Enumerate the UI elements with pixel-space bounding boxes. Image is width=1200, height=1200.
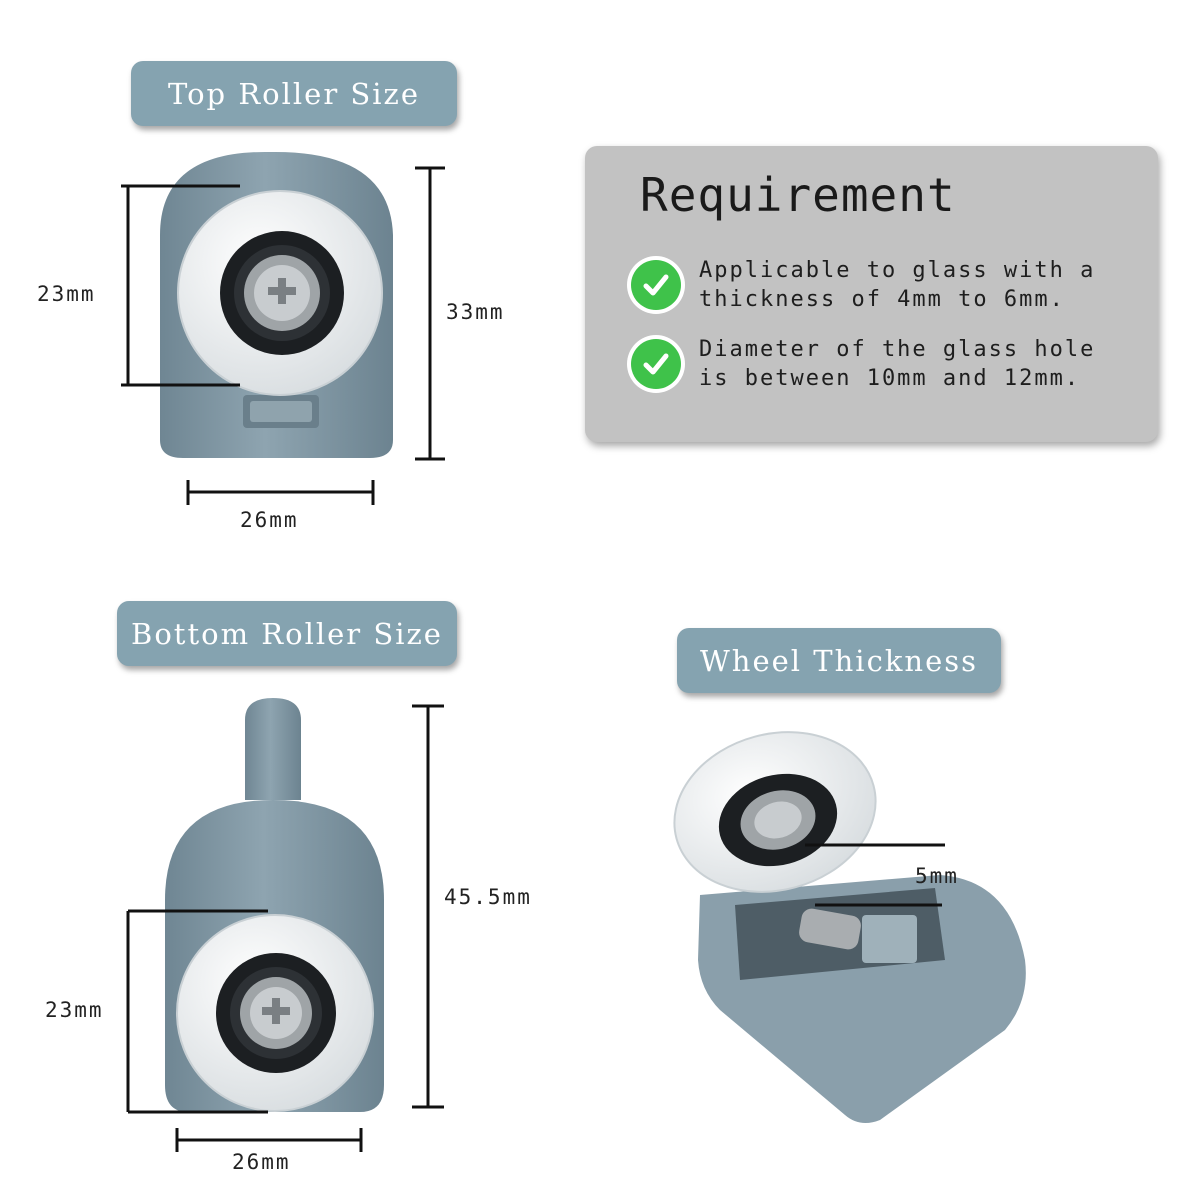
wheel-thickness-label: Wheel Thickness xyxy=(677,628,1001,693)
requirement-line: thickness of 4mm to 6mm. xyxy=(699,287,1065,312)
check-circle-icon xyxy=(627,335,685,393)
bottom-height-dimension: 45.5mm xyxy=(444,885,532,909)
wheel-thickness-dimension: 5mm xyxy=(915,864,959,888)
top-wheel-dimension: 23mm xyxy=(37,282,96,306)
bottom-width-dimension: 26mm xyxy=(232,1150,291,1174)
bottom-wheel-dimension: 23mm xyxy=(45,998,104,1022)
requirement-title: Requirement xyxy=(640,168,956,222)
wheel-thickness-image xyxy=(673,731,1026,1124)
check-circle-icon xyxy=(627,256,685,314)
top-roller-label: Top Roller Size xyxy=(131,61,457,126)
requirement-card: Requirement Applicable to glass with a t… xyxy=(585,146,1158,442)
bottom-roller-label: Bottom Roller Size xyxy=(117,601,457,666)
bottom-roller-image xyxy=(165,698,384,1112)
requirement-line: Diameter of the glass hole xyxy=(699,337,1096,362)
requirement-line: Applicable to glass with a xyxy=(699,258,1096,283)
top-height-dimension: 33mm xyxy=(446,300,505,324)
wheel-thickness-label-text: Wheel Thickness xyxy=(699,643,978,678)
top-width-dimension: 26mm xyxy=(240,508,299,532)
bottom-roller-label-text: Bottom Roller Size xyxy=(131,616,443,651)
top-roller-image xyxy=(160,151,393,458)
requirement-item: Diameter of the glass hole is between 10… xyxy=(627,335,1095,393)
requirement-item: Applicable to glass with a thickness of … xyxy=(627,256,1095,314)
dimension-lines xyxy=(121,166,945,1152)
top-roller-label-text: Top Roller Size xyxy=(167,76,420,111)
requirement-line: is between 10mm and 12mm. xyxy=(699,366,1081,391)
